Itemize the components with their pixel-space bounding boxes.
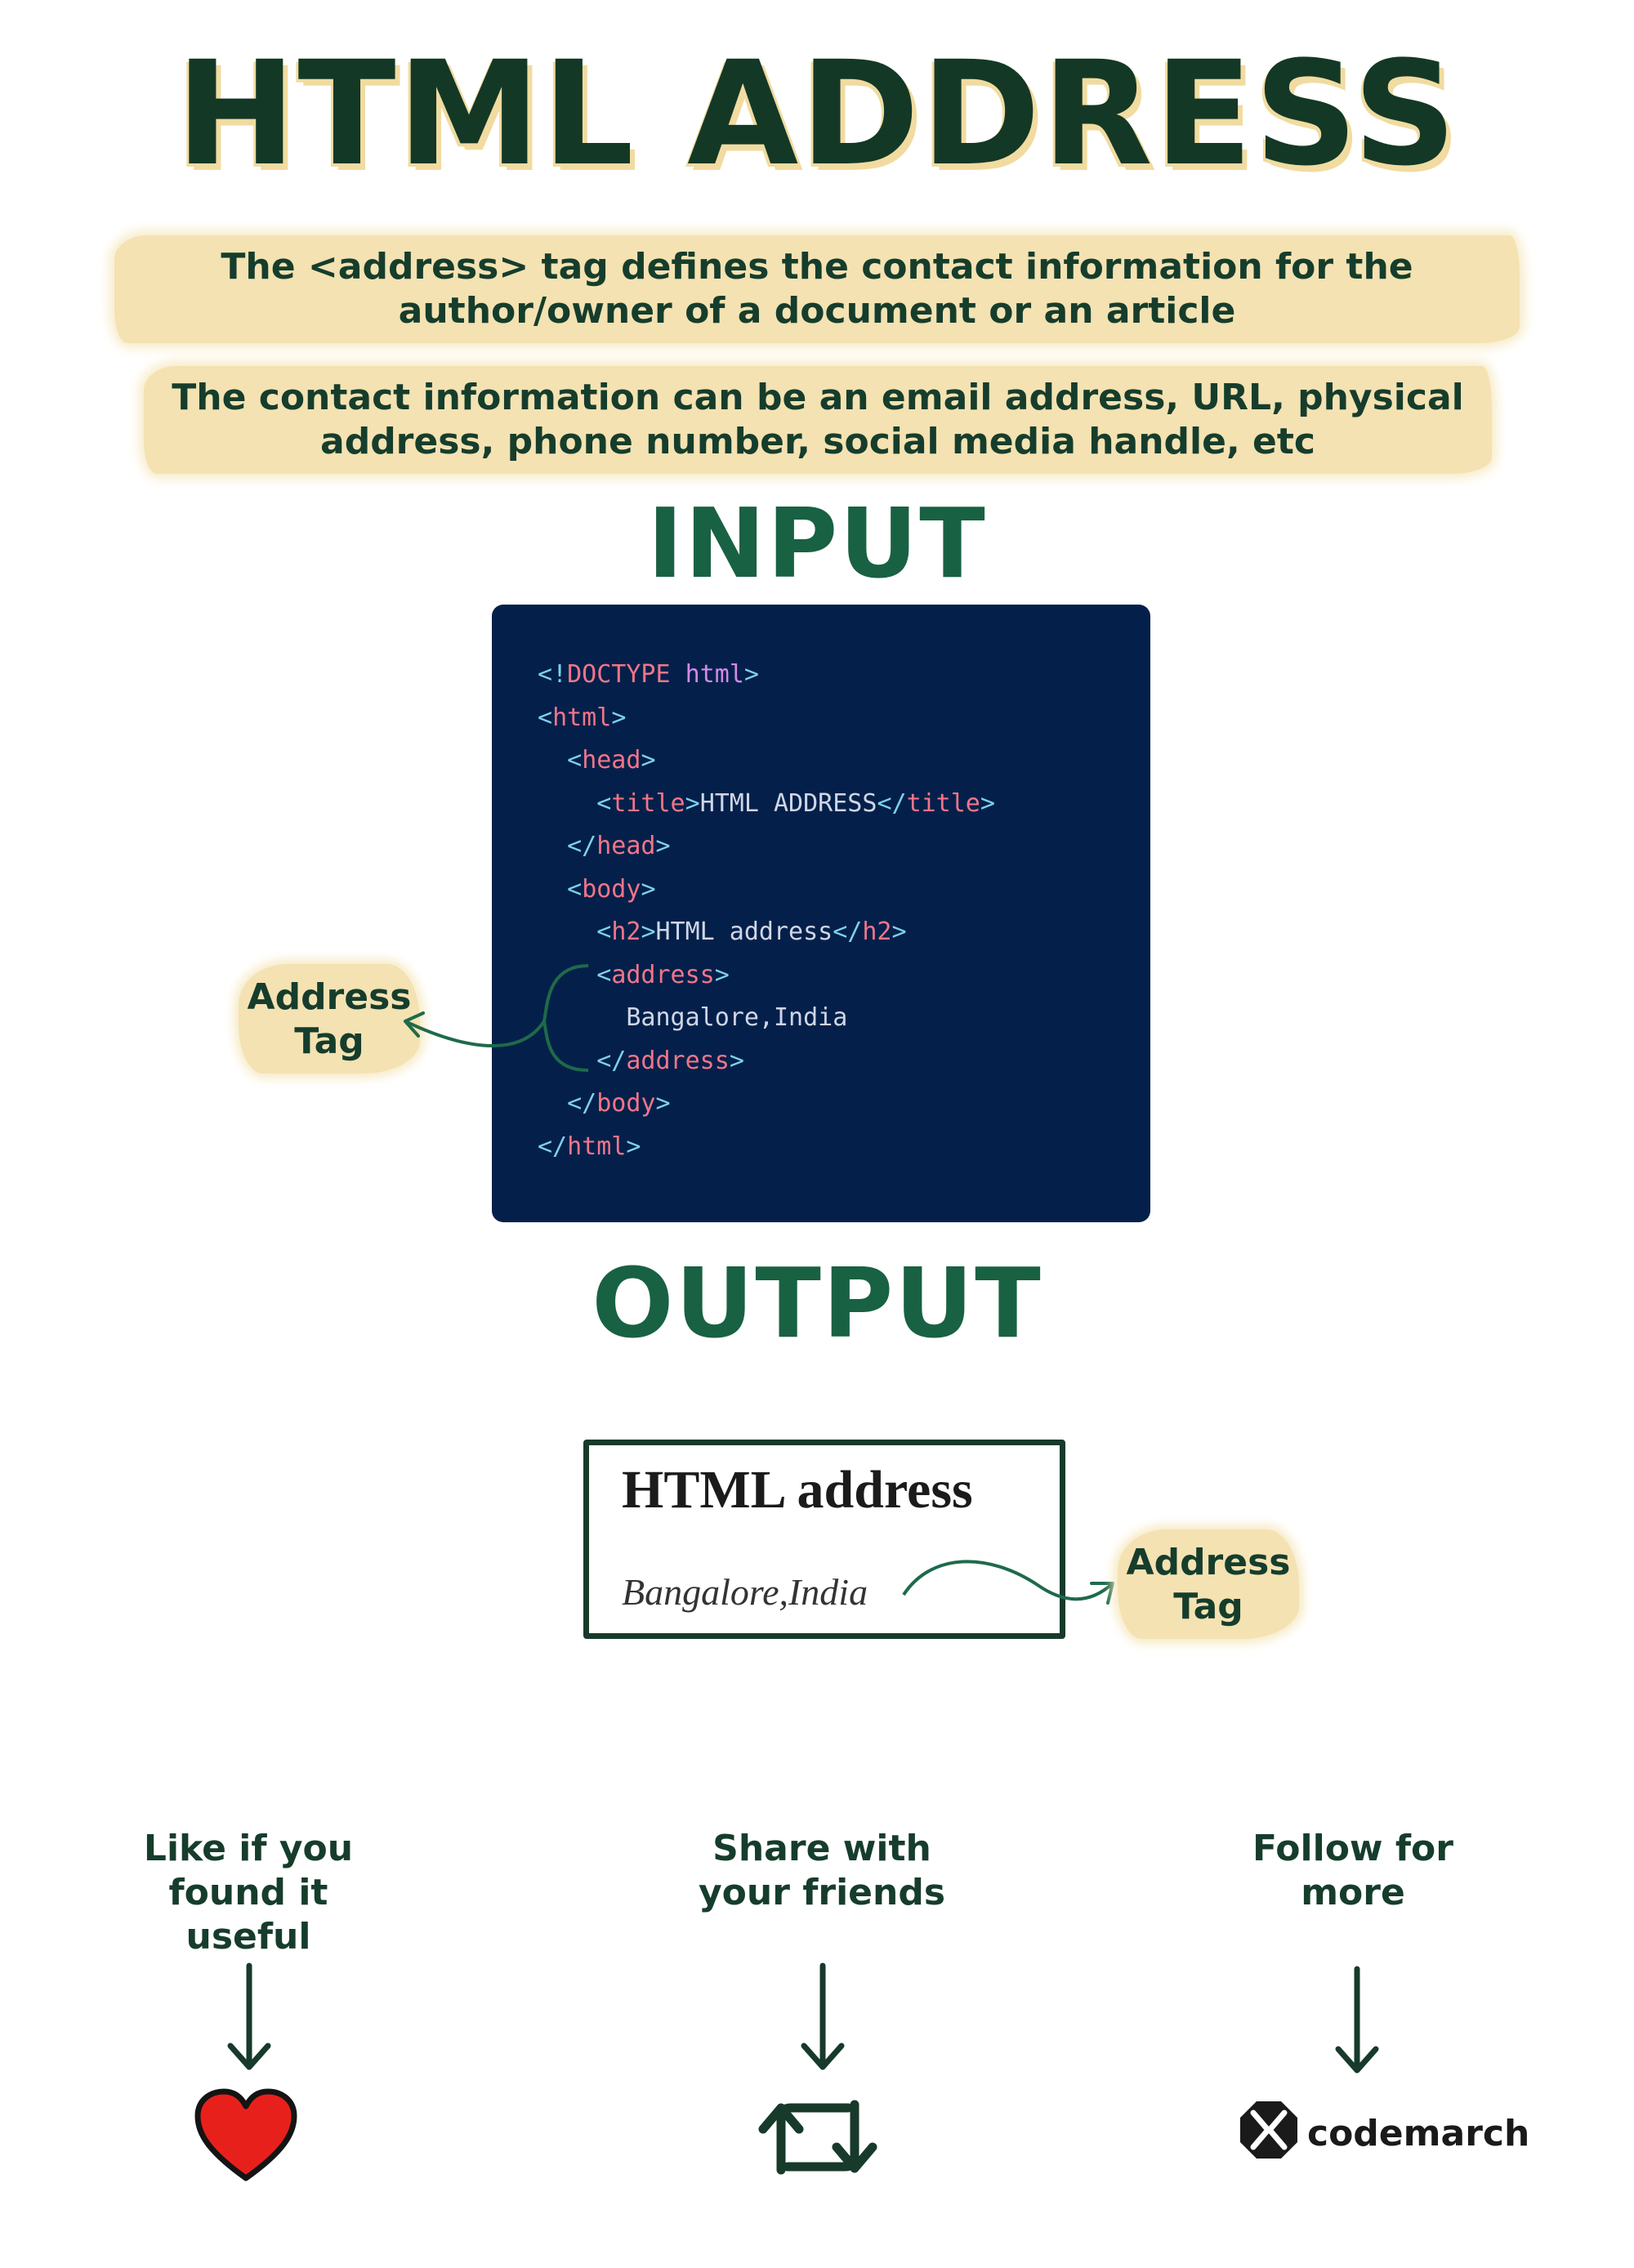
code-line: <address>: [538, 954, 995, 998]
code-token: </: [538, 1089, 597, 1118]
code-token: >: [891, 917, 907, 946]
code-line: <!DOCTYPE html>: [538, 654, 995, 697]
code-token: h2: [862, 917, 892, 946]
output-preview-address: Bangalore,India: [622, 1571, 868, 1613]
code-panel: <!DOCTYPE html><html> <head> <title>HTML…: [492, 605, 1150, 1222]
code-token: </: [538, 1132, 568, 1161]
code-token: </: [877, 788, 907, 818]
code-token: <: [538, 874, 583, 904]
code-token: >: [641, 874, 656, 904]
code-token: title: [906, 788, 980, 818]
code-token: <: [538, 746, 583, 775]
code-token: >: [714, 960, 730, 989]
code-token: >: [980, 788, 995, 818]
code-token: Bangalore,India: [538, 1003, 848, 1032]
output-heading: OUTPUT: [592, 1247, 1042, 1359]
down-arrow-icon: [801, 1962, 845, 2070]
code-token: address: [611, 960, 715, 989]
code-token: >: [641, 746, 656, 775]
code-token: html: [552, 703, 612, 732]
code-token: head: [582, 746, 641, 775]
codemarch-logo-icon[interactable]: [1237, 2098, 1301, 2162]
code-token: body: [596, 1089, 656, 1118]
code-token: <: [538, 960, 612, 989]
description-contact-info: The contact information can be an email …: [144, 366, 1492, 474]
like-cta-text: Like if you found it useful: [143, 1828, 354, 1958]
bracket-arrow-left: [404, 964, 589, 1072]
code-token: <: [538, 788, 612, 818]
down-arrow-icon: [227, 1962, 271, 2070]
down-arrow-icon: [1335, 1966, 1379, 2074]
code-token: </: [538, 832, 597, 860]
code-token: <: [538, 703, 553, 732]
output-preview-heading: HTML address: [622, 1460, 973, 1520]
code-token: HTML address: [655, 917, 833, 946]
code-token: >: [655, 832, 671, 860]
follow-cta-text: Follow for more: [1252, 1828, 1453, 1913]
code-line: <head>: [538, 739, 995, 783]
share-cta-text: Share with your friends: [698, 1828, 946, 1913]
code-token: body: [582, 874, 641, 904]
code-line: </body>: [538, 1083, 995, 1126]
code-token: >: [626, 1132, 641, 1161]
codemarch-brand-label[interactable]: codemarch: [1307, 2113, 1530, 2154]
code-line: Bangalore,India: [538, 997, 995, 1040]
code-token: DOCTYPE: [567, 660, 671, 689]
code-token: address: [626, 1046, 730, 1075]
code-token: html: [670, 660, 744, 689]
code-token: >: [729, 1046, 744, 1075]
code-line: <html>: [538, 697, 995, 740]
code-token: h2: [611, 917, 641, 946]
code-token: head: [596, 832, 656, 860]
code-token: <: [538, 917, 612, 946]
code-block: <!DOCTYPE html><html> <head> <title>HTML…: [538, 654, 995, 1168]
code-line: </html>: [538, 1126, 995, 1169]
code-token: title: [611, 788, 685, 818]
address-tag-callout-left: Address Tag: [239, 964, 420, 1074]
code-line: <body>: [538, 868, 995, 912]
description-address-tag: The <address> tag defines the contact in…: [114, 235, 1520, 343]
code-token: </: [538, 1046, 627, 1075]
output-preview-box: HTML address Bangalore,India: [583, 1440, 1065, 1639]
address-tag-callout-right: Address Tag: [1118, 1529, 1299, 1639]
code-token: >: [641, 917, 656, 946]
code-token: <!: [538, 660, 568, 689]
code-token: >: [685, 788, 700, 818]
code-line: </address>: [538, 1040, 995, 1083]
code-token: >: [655, 1089, 671, 1118]
page-title: HTML ADDRESS: [176, 30, 1458, 198]
code-line: <title>HTML ADDRESS</title>: [538, 783, 995, 826]
code-token: </: [833, 917, 863, 946]
code-token: >: [743, 660, 759, 689]
repost-icon[interactable]: [757, 2088, 879, 2186]
curved-arrow-right: [902, 1560, 1114, 1605]
code-line: <h2>HTML address</h2>: [538, 911, 995, 954]
code-token: >: [611, 703, 627, 732]
code-token: HTML ADDRESS: [699, 788, 877, 818]
heart-icon[interactable]: [193, 2087, 299, 2185]
code-line: </head>: [538, 825, 995, 868]
code-token: html: [567, 1132, 627, 1161]
input-heading: INPUT: [647, 487, 987, 600]
